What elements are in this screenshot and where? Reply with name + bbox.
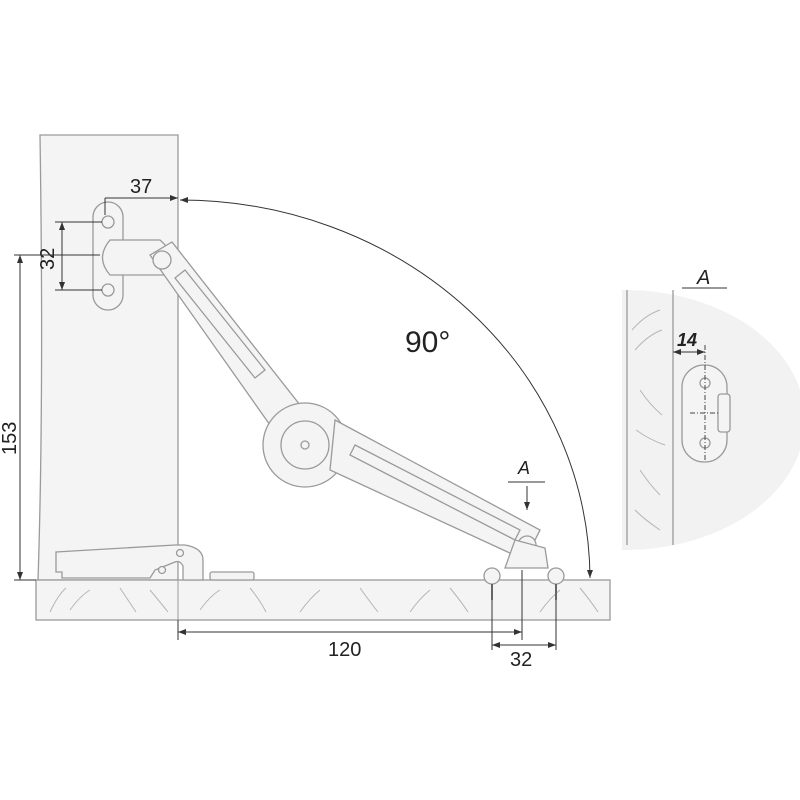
angle-arc — [179, 197, 593, 579]
base-length-label: 120 — [328, 639, 361, 661]
detail-view-a: A 14 — [622, 267, 800, 550]
detail-offset-label: 14 — [677, 330, 697, 350]
top-hole-spacing-label: 32 — [37, 248, 59, 270]
detail-title: A — [696, 267, 710, 289]
base-hole-spacing-label: 32 — [510, 649, 532, 671]
view-marker-label: A — [517, 458, 530, 478]
top-offset-label: 37 — [130, 176, 152, 198]
bottom-board — [35, 579, 611, 621]
angle-label: 90° — [405, 326, 450, 359]
height-label: 153 — [0, 422, 21, 455]
